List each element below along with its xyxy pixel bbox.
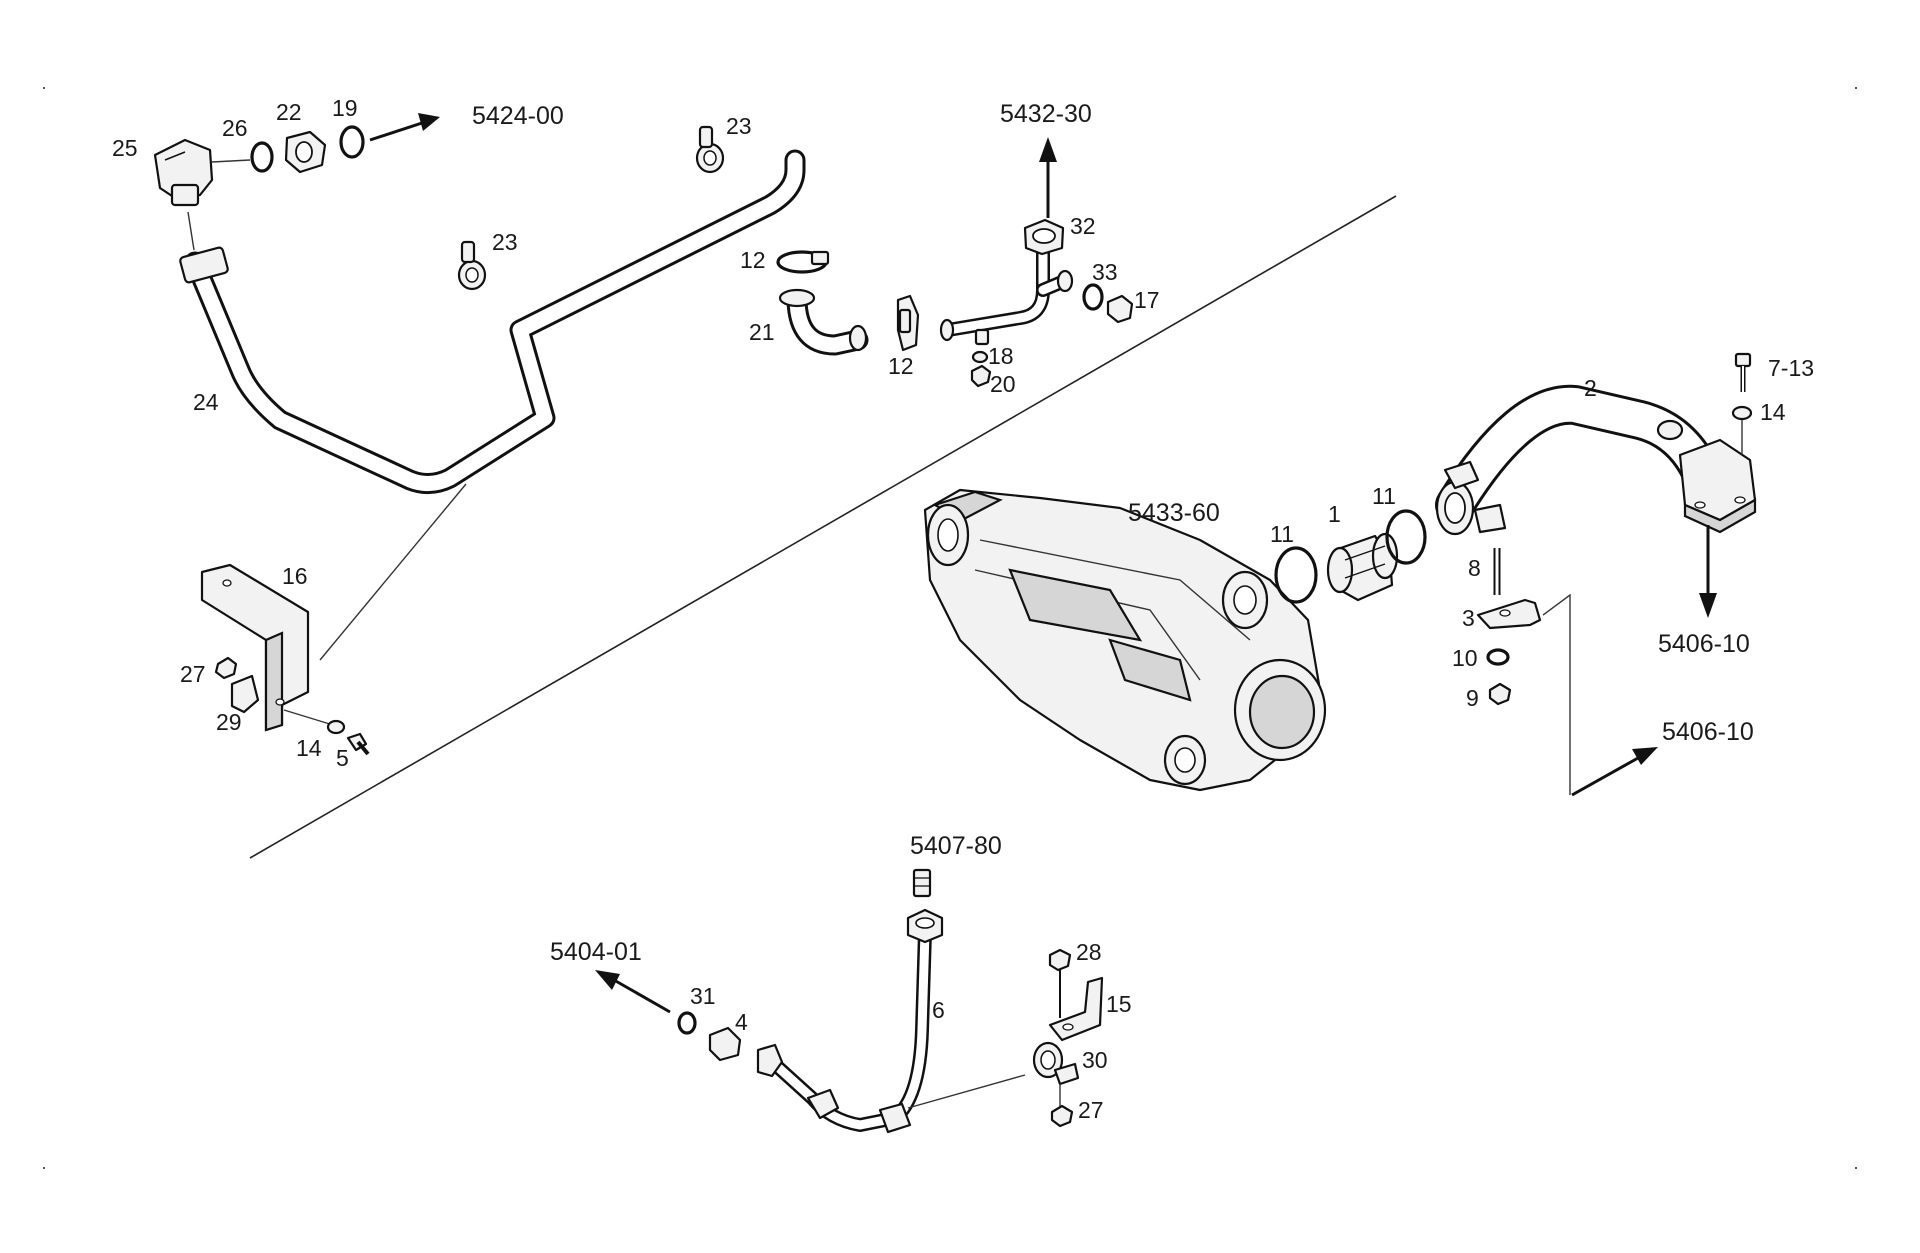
clip-29 <box>230 674 260 714</box>
hose-21 <box>778 288 869 356</box>
washer-10 <box>1486 648 1510 666</box>
callout-11-left: 11 <box>1270 521 1294 547</box>
callout-23-upper: 23 <box>726 113 752 139</box>
leader-6-to-clamp <box>907 1074 1026 1109</box>
leader-25 <box>211 159 251 163</box>
seal-ring-11-left <box>1274 546 1318 604</box>
leader-3-to-arrow <box>1542 593 1571 795</box>
callout-21: 21 <box>749 319 775 345</box>
callout-18: 18 <box>988 343 1014 369</box>
callout-16: 16 <box>282 563 308 589</box>
callout-12-upper: 12 <box>740 247 766 273</box>
callout-27-upper: 27 <box>180 661 206 687</box>
callout-numbers: 25 26 22 19 23 23 24 12 21 12 32 33 17 1… <box>112 95 1814 1123</box>
leader-14-bracket <box>283 709 334 726</box>
callout-28: 28 <box>1076 939 1102 965</box>
hex-nut-22 <box>284 130 327 174</box>
bolt-7-13 <box>1734 352 1752 392</box>
callout-17: 17 <box>1134 287 1160 313</box>
elbow-fitting-25 <box>153 138 214 207</box>
washer-14-lower <box>326 719 346 735</box>
arrow-to-5432-30 <box>1039 137 1057 218</box>
plug-17 <box>1106 294 1134 324</box>
callout-29: 29 <box>216 709 242 735</box>
callout-23-lower: 23 <box>492 229 518 255</box>
callout-24: 24 <box>193 389 219 415</box>
clamp-23-upper <box>695 125 725 174</box>
ref-label-5424-00: 5424-00 <box>472 102 564 130</box>
callout-9: 9 <box>1466 685 1479 711</box>
arrow-to-5406-10-down <box>1699 525 1717 618</box>
hose-clamp-12-lower <box>896 294 920 352</box>
leader-16-to-hose <box>319 483 467 661</box>
ref-label-5406-10-a: 5406-10 <box>1658 630 1750 658</box>
ref-label-5406-10-b: 5406-10 <box>1662 718 1754 746</box>
hose-24 <box>179 149 806 494</box>
intercooler-5433-60 <box>923 488 1327 792</box>
arrow-to-5404-01 <box>595 970 671 1014</box>
seal-ring-11-right <box>1385 509 1427 565</box>
callout-30: 30 <box>1082 1047 1108 1073</box>
callout-32: 32 <box>1070 213 1096 239</box>
nut-27-upper <box>214 656 238 680</box>
union-4 <box>708 1026 742 1062</box>
arrow-to-5424-00 <box>369 113 440 142</box>
callout-11-right: 11 <box>1372 483 1396 509</box>
washer-14-upper <box>1731 405 1753 421</box>
callout-6: 6 <box>932 997 945 1023</box>
callout-7-13: 7-13 <box>1768 355 1814 381</box>
ref-label-5404-01: 5404-01 <box>550 938 642 966</box>
callout-5: 5 <box>336 745 349 771</box>
callout-14-upper: 14 <box>1760 399 1786 425</box>
bracket-16 <box>200 563 310 732</box>
callout-8: 8 <box>1468 555 1481 581</box>
seal-ring-33 <box>1082 283 1104 311</box>
callout-19: 19 <box>332 95 358 121</box>
bolt-5 <box>346 732 370 756</box>
bracket-3 <box>1476 598 1542 630</box>
arrow-to-5406-10-diag <box>1571 747 1658 797</box>
bracket-15 <box>1048 976 1104 1042</box>
ref-label-5432-30: 5432-30 <box>1000 100 1092 128</box>
callout-27-lower: 27 <box>1078 1097 1104 1123</box>
pipe-6 <box>756 908 944 1134</box>
callout-20: 20 <box>990 371 1016 397</box>
coupling-1 <box>1326 532 1399 602</box>
reference-labels: 5424-00 5432-30 5433-60 5406-10 5406-10 … <box>472 100 1754 966</box>
callout-15: 15 <box>1106 991 1132 1017</box>
nut-27-lower <box>1050 1104 1074 1128</box>
clamp-30 <box>1032 1041 1080 1086</box>
clamp-23-lower <box>457 240 487 291</box>
callout-33: 33 <box>1092 259 1118 285</box>
washer-18 <box>971 350 989 364</box>
ref-label-5433-60: 5433-60 <box>1128 499 1220 527</box>
ref-label-5407-80: 5407-80 <box>910 832 1002 860</box>
tee-pipe-32 <box>939 218 1074 346</box>
callout-14-lower: 14 <box>296 735 322 761</box>
seal-ring-31 <box>677 1011 697 1035</box>
charge-pipe-2 <box>1435 384 1757 536</box>
leader-24-to-bracket <box>187 211 195 251</box>
callout-12-lower: 12 <box>888 353 914 379</box>
nut-9 <box>1488 682 1512 706</box>
section-divider-line <box>249 195 1397 859</box>
bolt-28 <box>1048 948 1072 1018</box>
callout-1: 1 <box>1328 501 1341 527</box>
callout-25: 25 <box>112 135 138 161</box>
callout-31: 31 <box>690 983 716 1009</box>
fitting-5407-80 <box>912 868 932 898</box>
hose-clamp-12-upper <box>776 250 830 274</box>
corner-marks <box>43 87 1857 1169</box>
callout-22: 22 <box>276 99 302 125</box>
callout-2: 2 <box>1584 375 1597 401</box>
callout-4: 4 <box>735 1009 748 1035</box>
screw-20 <box>970 364 992 388</box>
seal-ring-26 <box>250 141 274 173</box>
callout-3: 3 <box>1462 605 1475 631</box>
seal-ring-19 <box>339 125 365 159</box>
callout-26: 26 <box>222 115 248 141</box>
callout-10: 10 <box>1452 645 1478 671</box>
